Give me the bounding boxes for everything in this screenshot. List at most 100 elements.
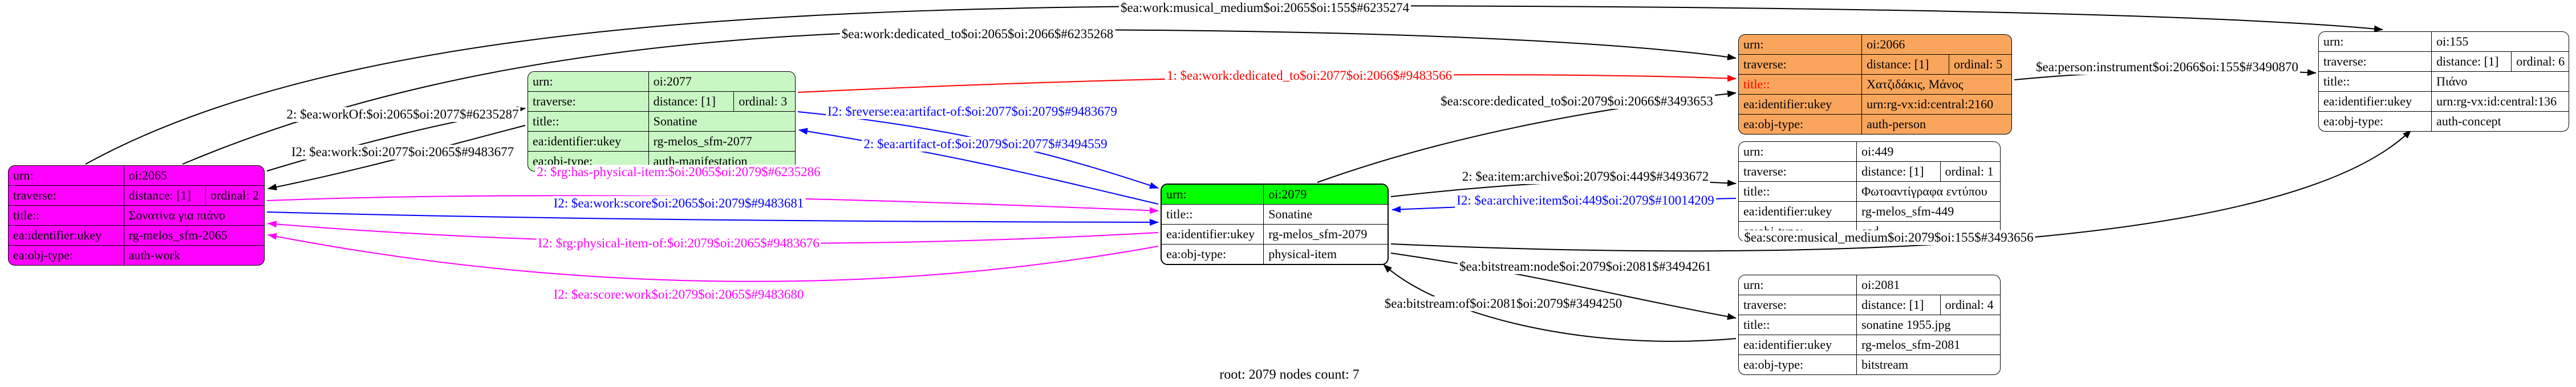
field-value-objtype: auth-person bbox=[1861, 115, 2011, 134]
field-value-distance: distance: [1] bbox=[1856, 295, 1940, 315]
field-label-urn: urn: bbox=[1743, 37, 1764, 51]
node-oi2081-row-objtype: ea:obj-type: bitstream bbox=[1739, 355, 2000, 374]
field-value-title: Πιάνο bbox=[2431, 72, 2569, 91]
field-value-ordinal: ordinal: 6 bbox=[2511, 52, 2569, 71]
field-label-ukey: ea:identifier:ukey bbox=[533, 134, 622, 148]
node-oi449-row-title: title:: Φωτοαντίγραφα εντύπου bbox=[1739, 181, 2000, 201]
field-label-objtype: ea:obj-type: bbox=[13, 248, 74, 262]
field-label-urn: urn: bbox=[1162, 185, 1264, 204]
field-value-objtype: auth-work bbox=[123, 246, 264, 265]
field-value-distance: distance: [1] bbox=[1861, 55, 1949, 74]
field-label-objtype: ea:obj-type: bbox=[2323, 114, 2384, 128]
field-label-urn: urn: bbox=[1743, 278, 1764, 292]
field-label-traverse: traverse: bbox=[2323, 54, 2367, 68]
field-value-distance: distance: [1] bbox=[123, 186, 205, 205]
field-value-distance: distance: [1] bbox=[648, 92, 734, 111]
edge-work-score bbox=[266, 211, 1159, 226]
field-value-objtype: bitstream bbox=[1856, 355, 2000, 374]
field-value-distance: distance: [1] bbox=[1856, 162, 1940, 181]
field-value-title: Sonatine bbox=[1263, 205, 1388, 224]
edge-label-has-physical-item: 2: $rg:has-physical-item:$oi:2065$oi:207… bbox=[535, 165, 822, 180]
field-value-ukey: rg-melos_sfm-2079 bbox=[1263, 225, 1388, 244]
node-oi155-row-title: title:: Πιάνο bbox=[2319, 71, 2569, 91]
field-label-traverse: traverse: bbox=[533, 94, 576, 108]
node-oi2079-row-urn: urn: oi:2079 bbox=[1162, 185, 1388, 204]
node-oi2079-root[interactable]: urn: oi:2079 title:: Sonatine ea:identif… bbox=[1161, 184, 1389, 265]
field-value-objtype: physical-item bbox=[1263, 245, 1388, 264]
node-oi155-row-objtype: ea:obj-type: auth-concept bbox=[2319, 111, 2569, 131]
field-label-title: title:: bbox=[1166, 207, 1193, 221]
node-oi155-row-ukey: ea:identifier:ukey urn:rg-vx:id:central:… bbox=[2319, 91, 2569, 111]
field-label-ukey: ea:identifier:ukey bbox=[13, 228, 102, 242]
node-oi2066-row-traverse: traverse: distance: [1] ordinal: 5 bbox=[1739, 54, 2011, 74]
node-oi2066-row-title: title:: Χατζιδάκις, Μάνος bbox=[1739, 74, 2011, 94]
edge-label-reverse-artifact-of: I2: $reverse:ea:artifact-of:$oi:2077$oi:… bbox=[826, 104, 1119, 119]
field-value-urn: oi:2077 bbox=[648, 72, 795, 91]
field-value-ordinal: ordinal: 1 bbox=[1940, 162, 2000, 181]
field-label-traverse: traverse: bbox=[13, 188, 56, 202]
field-label-title: title:: bbox=[2323, 74, 2350, 88]
node-oi2081-row-ukey: ea:identifier:ukey rg-melos_sfm-2081 bbox=[1739, 335, 2000, 355]
node-oi2077[interactable]: urn: oi:2077 traverse: distance: [1] ord… bbox=[528, 71, 796, 172]
field-value-title: Σονατίνα για πιάνο bbox=[123, 206, 264, 225]
edge-label-bitstream-node: $ea:bitstream:node$oi:2079$oi:2081$#3494… bbox=[1457, 259, 1714, 274]
field-label-urn: urn: bbox=[1743, 144, 1764, 158]
edge-label-score-work: I2: $ea:score:work$oi:2079$oi:2065$#9483… bbox=[551, 287, 806, 302]
node-oi2077-row-traverse: traverse: distance: [1] ordinal: 3 bbox=[528, 91, 795, 111]
node-oi2079-row-ukey: ea:identifier:ukey rg-melos_sfm-2079 bbox=[1162, 224, 1388, 244]
field-label-ukey: ea:identifier:ukey bbox=[1166, 227, 1255, 241]
node-oi2065[interactable]: urn: oi:2065 traverse: distance: [1] ord… bbox=[8, 165, 265, 266]
edge-label-physical-item-of: I2: $rg:physical-item-of:$oi:2079$oi:206… bbox=[536, 236, 821, 251]
edge-bitstream-node bbox=[1390, 252, 1737, 320]
field-label-urn: urn: bbox=[2323, 34, 2344, 48]
field-label-ukey: ea:identifier:ukey bbox=[1743, 204, 1832, 218]
graph-root-summary: root: 2079 nodes count: 7 bbox=[1219, 367, 1360, 382]
node-oi449[interactable]: urn: oi:449 traverse: distance: [1] ordi… bbox=[1738, 141, 2001, 242]
field-value-ukey: rg-melos_sfm-2081 bbox=[1856, 335, 2000, 355]
field-value-title: Φωτοαντίγραφα εντύπου bbox=[1856, 182, 2000, 201]
node-oi2065-row-traverse: traverse: distance: [1] ordinal: 2 bbox=[9, 185, 264, 205]
edge-label-work-score: I2: $ea:work:score$oi:2065$oi:2079$#9483… bbox=[551, 196, 806, 211]
edge-label-item-archive: 2: $ea:item:archive$oi:2079$oi:449$#3493… bbox=[1460, 169, 1711, 184]
edge-score-work bbox=[267, 233, 1159, 282]
edge-label-artifact-of: 2: $ea:artifact-of:$oi:2079$oi:2077$#349… bbox=[862, 137, 1109, 152]
node-oi155[interactable]: urn: oi:155 traverse: distance: [1] ordi… bbox=[2318, 31, 2569, 132]
field-value-ukey: urn:rg-vx:id:central:136 bbox=[2431, 92, 2569, 111]
node-oi2065-row-urn: urn: oi:2065 bbox=[9, 166, 264, 185]
field-value-ukey: rg-melos_sfm-2065 bbox=[123, 226, 264, 245]
node-oi155-row-traverse: traverse: distance: [1] ordinal: 6 bbox=[2319, 51, 2569, 71]
field-value-urn: oi:2079 bbox=[1263, 185, 1388, 204]
edge-label-archive-item: I2: $ea:archive:item$oi:449$oi:2079$#100… bbox=[1455, 193, 1716, 208]
field-value-urn: oi:449 bbox=[1856, 142, 2000, 161]
node-oi2081-row-title: title:: sonatine 1955.jpg bbox=[1739, 315, 2000, 335]
node-oi449-row-traverse: traverse: distance: [1] ordinal: 1 bbox=[1739, 161, 2000, 181]
node-oi2065-row-objtype: ea:obj-type: auth-work bbox=[9, 245, 264, 265]
field-value-urn: oi:2066 bbox=[1861, 35, 2011, 54]
field-value-ordinal: ordinal: 3 bbox=[733, 92, 795, 111]
field-label-title: title:: bbox=[13, 208, 40, 222]
node-oi2077-row-urn: urn: oi:2077 bbox=[528, 72, 795, 91]
field-label-objtype: ea:obj-type: bbox=[1743, 117, 1804, 131]
node-oi2081[interactable]: urn: oi:2081 traverse: distance: [1] ord… bbox=[1738, 275, 2001, 375]
edge-label-work-dedicated-to: $ea:work:dedicated_to$oi:2065$oi:2066$#6… bbox=[839, 27, 1115, 42]
field-value-ukey: rg-melos_sfm-2077 bbox=[648, 132, 795, 151]
node-oi2066-row-ukey: ea:identifier:ukey urn:rg-vx:id:central:… bbox=[1739, 94, 2011, 114]
field-label-title: title:: bbox=[533, 114, 559, 128]
field-label-title: title:: bbox=[1743, 317, 1770, 332]
node-oi2066[interactable]: urn: oi:2066 traverse: distance: [1] ord… bbox=[1738, 34, 2012, 135]
field-label-traverse: traverse: bbox=[1743, 298, 1787, 312]
field-label-ukey: ea:identifier:ukey bbox=[2323, 94, 2412, 108]
edge-bitstream-of bbox=[1383, 264, 1737, 342]
node-oi2081-row-urn: urn: oi:2081 bbox=[1739, 275, 2000, 295]
field-label-objtype: ea:obj-type: bbox=[1743, 357, 1804, 372]
edge-label-workof: 2: $ea:workOf:$oi:2065$oi:2077$#6235287 bbox=[285, 107, 521, 122]
node-oi2065-row-title: title:: Σονατίνα για πιάνο bbox=[9, 205, 264, 225]
edge-label-bitstream-of: $ea:bitstream:of$oi:2081$oi:2079$#349425… bbox=[1382, 296, 1624, 311]
node-oi449-row-ukey: ea:identifier:ukey rg-melos_sfm-449 bbox=[1739, 201, 2000, 221]
field-label-title: title:: bbox=[1743, 77, 1770, 91]
field-value-ordinal: ordinal: 4 bbox=[1940, 295, 2000, 315]
node-oi2081-row-traverse: traverse: distance: [1] ordinal: 4 bbox=[1739, 295, 2000, 315]
edge-label-score-musical-medium: $ea:score:musical_medium$oi:2079$oi:155$… bbox=[1742, 230, 2035, 245]
edge-label-person-instrument: $ea:person:instrument$oi:2066$oi:155$#34… bbox=[2034, 60, 2300, 75]
